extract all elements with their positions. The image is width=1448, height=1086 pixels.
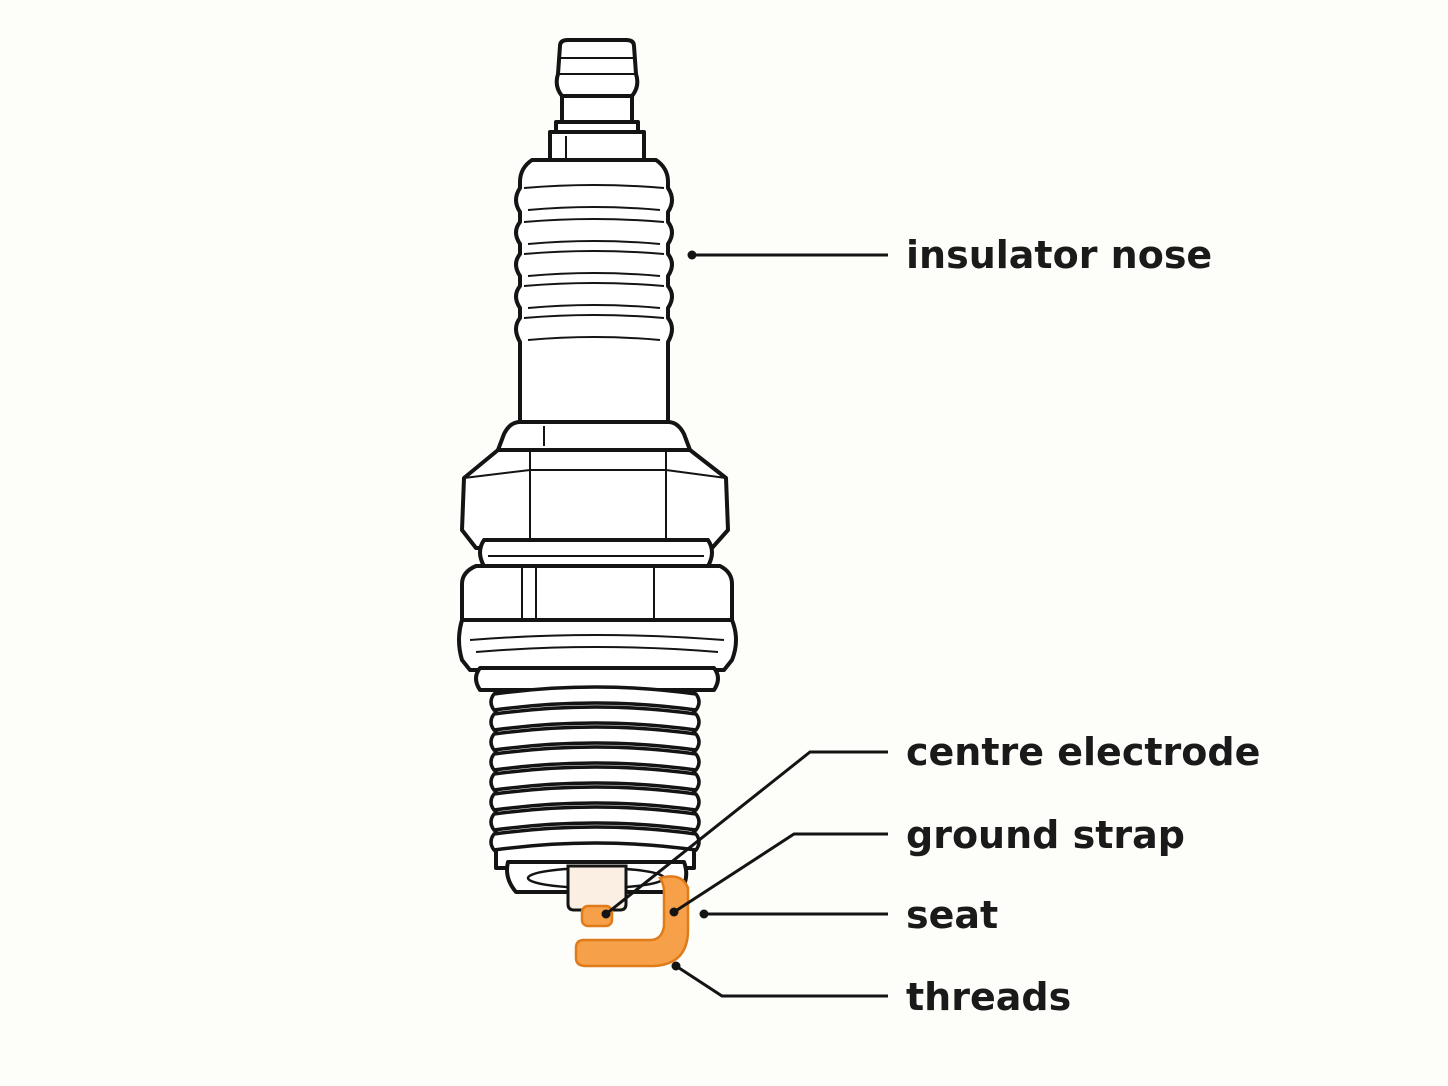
threads-leader: [675, 964, 888, 998]
threads-label: threads: [906, 975, 1071, 1019]
shell-collar: [496, 420, 692, 452]
seat-label: seat: [906, 893, 998, 937]
centre-electrode-label: centre electrode: [906, 730, 1260, 774]
leader-lines: [601, 250, 888, 998]
hex-nut: [460, 448, 730, 550]
terminal-nut: [548, 38, 646, 162]
threads-section: [489, 685, 701, 870]
seat-gasket: [457, 564, 738, 692]
hex-lower-ring: [478, 538, 714, 568]
insulator-body: [514, 158, 674, 424]
ground-strap-leader: [673, 832, 888, 914]
insulator-tip: [566, 864, 628, 912]
ground-strap-label: ground strap: [906, 813, 1185, 857]
centre-electrode-leader: [605, 750, 888, 916]
ground-strap: [574, 875, 690, 968]
insulator-nose-label: insulator nose: [906, 233, 1212, 277]
